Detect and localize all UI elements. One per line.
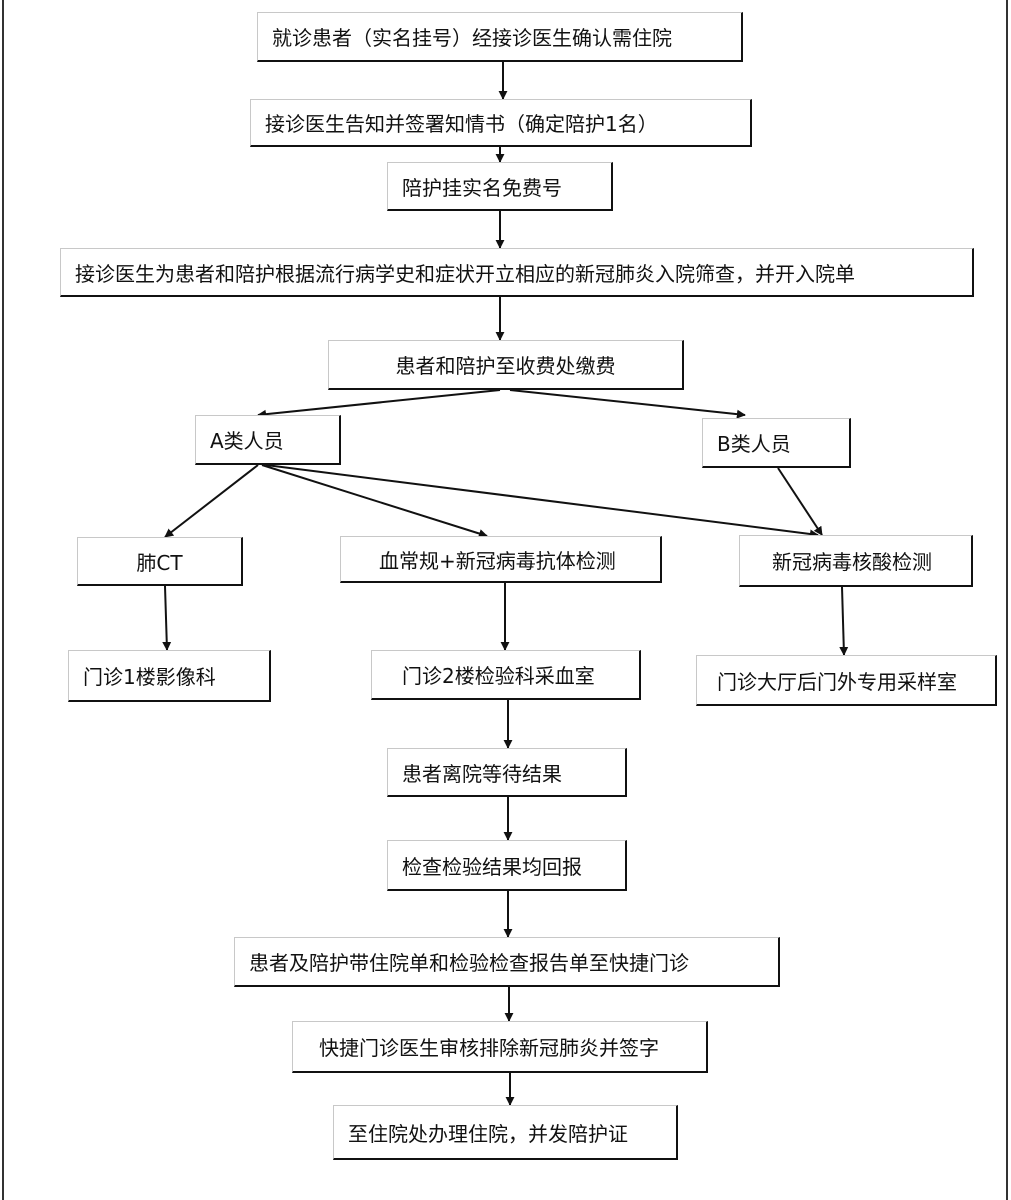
step-companion-register: 陪护挂实名免费号 <box>387 162 613 211</box>
arrow-payment-to-class-a <box>257 389 501 419</box>
step-blood-antibody: 血常规+新冠病毒抗体检测 <box>340 536 662 583</box>
step-lung-ct: 肺CT <box>77 537 243 586</box>
arrow-payment-to-class-b <box>509 389 746 419</box>
frame-left-border <box>2 0 4 1200</box>
arrow-class-a-to-ct <box>164 464 259 538</box>
step-admission-done: 至住院处办理住院，并发陪护证 <box>333 1105 678 1160</box>
step-class-a: A类人员 <box>195 415 341 465</box>
step-class-b: B类人员 <box>702 418 851 468</box>
arrow-ct-to-imaging <box>162 585 172 651</box>
step-informed-consent: 接诊医生告知并签署知情书（确定陪护1名） <box>250 99 752 147</box>
arrow-class-b-to-nucleic <box>777 467 823 536</box>
step-nucleic-acid: 新冠病毒核酸检测 <box>739 535 973 587</box>
step-payment: 患者和陪护至收费处缴费 <box>328 340 684 390</box>
step-imaging-dept: 门诊1楼影像科 <box>68 650 271 702</box>
step-wait-results: 患者离院等待结果 <box>387 748 627 797</box>
step-results-reported: 检查检验结果均回报 <box>387 840 627 891</box>
frame-right-border <box>1006 0 1008 1200</box>
step-screening-orders: 接诊医生为患者和陪护根据流行病学史和症状开立相应的新冠肺炎入院筛查，并开入院单 <box>60 248 974 297</box>
step-doctor-review: 快捷门诊医生审核排除新冠肺炎并签字 <box>292 1021 708 1073</box>
step-lab-blood-room: 门诊2楼检验科采血室 <box>371 650 641 700</box>
arrow-class-a-to-nucleic <box>265 464 819 539</box>
step-admission-confirm: 就诊患者（实名挂号）经接诊医生确认需住院 <box>257 12 743 62</box>
arrow-class-a-to-blood <box>261 464 488 538</box>
step-to-fast-clinic: 患者及陪护带住院单和检验检查报告单至快捷门诊 <box>234 937 780 987</box>
arrow-nucleic-to-sampling <box>839 586 849 656</box>
step-sampling-room: 门诊大厅后门外专用采样室 <box>696 655 997 706</box>
